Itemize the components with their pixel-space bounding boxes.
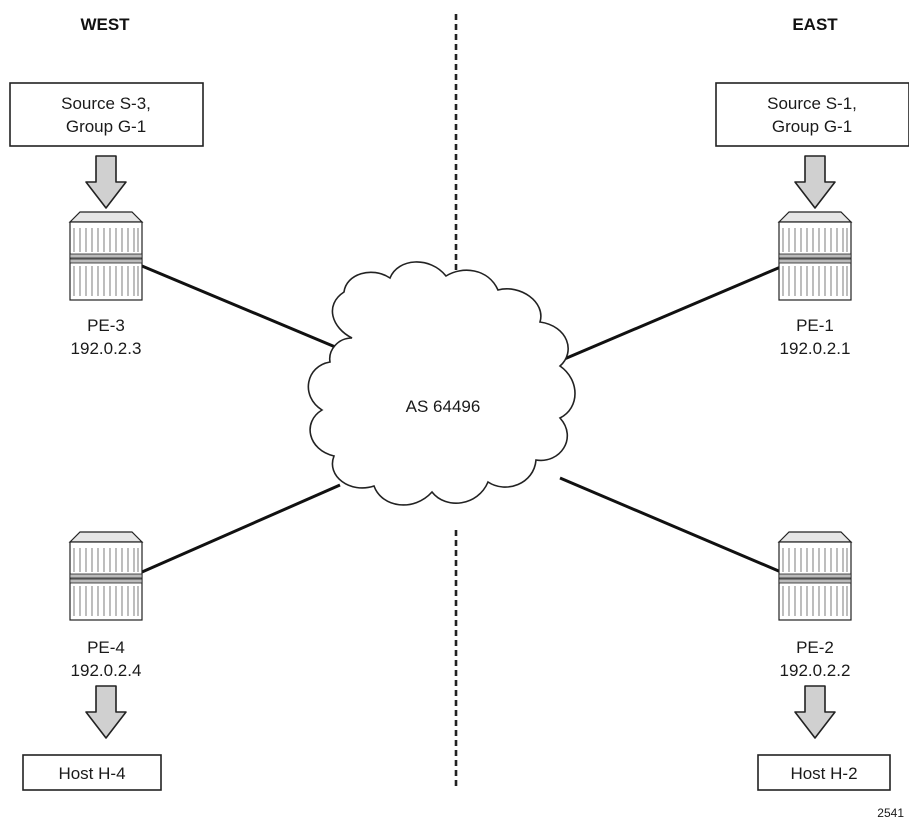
arrow-source-to-pe1 bbox=[794, 155, 836, 209]
source-east-line2: Group G-1 bbox=[772, 117, 852, 136]
pe1-name: PE-1 bbox=[796, 316, 834, 335]
pe1-ip: 192.0.2.1 bbox=[780, 339, 851, 358]
link-pe4-cloud bbox=[141, 483, 341, 574]
pe2-name: PE-2 bbox=[796, 638, 834, 657]
link-pe3-cloud bbox=[141, 264, 353, 356]
source-box-east bbox=[715, 82, 909, 147]
arrow-source-to-pe3 bbox=[85, 155, 127, 209]
figure-id: 2541 bbox=[877, 806, 904, 820]
pe3-name: PE-3 bbox=[87, 316, 125, 335]
link-pe1-cloud bbox=[561, 264, 784, 362]
host-east-label: Host H-2 bbox=[790, 764, 857, 783]
router-pe3-icon bbox=[69, 211, 143, 301]
router-pe4-icon bbox=[69, 531, 143, 621]
host-box-east bbox=[757, 754, 891, 791]
host-west-label: Host H-4 bbox=[58, 764, 125, 783]
west-region-label: WEST bbox=[80, 15, 130, 34]
router-pe2-icon bbox=[778, 531, 852, 621]
link-pe2-cloud bbox=[559, 476, 782, 574]
source-west-line2: Group G-1 bbox=[66, 117, 146, 136]
source-box-west bbox=[9, 82, 204, 147]
east-region-label: EAST bbox=[792, 15, 838, 34]
pe4-name: PE-4 bbox=[87, 638, 125, 657]
network-links bbox=[141, 264, 784, 574]
source-east-line1: Source S-1, bbox=[767, 94, 857, 113]
host-box-west bbox=[22, 754, 162, 791]
arrow-pe4-to-host bbox=[85, 685, 127, 739]
cloud-label: AS 64496 bbox=[406, 397, 481, 416]
source-west-line1: Source S-3, bbox=[61, 94, 151, 113]
router-pe1-icon bbox=[778, 211, 852, 301]
arrow-pe2-to-host bbox=[794, 685, 836, 739]
pe4-ip: 192.0.2.4 bbox=[71, 661, 142, 680]
pe3-ip: 192.0.2.3 bbox=[71, 339, 142, 358]
pe2-ip: 192.0.2.2 bbox=[780, 661, 851, 680]
as-cloud: AS 64496 bbox=[307, 261, 576, 506]
